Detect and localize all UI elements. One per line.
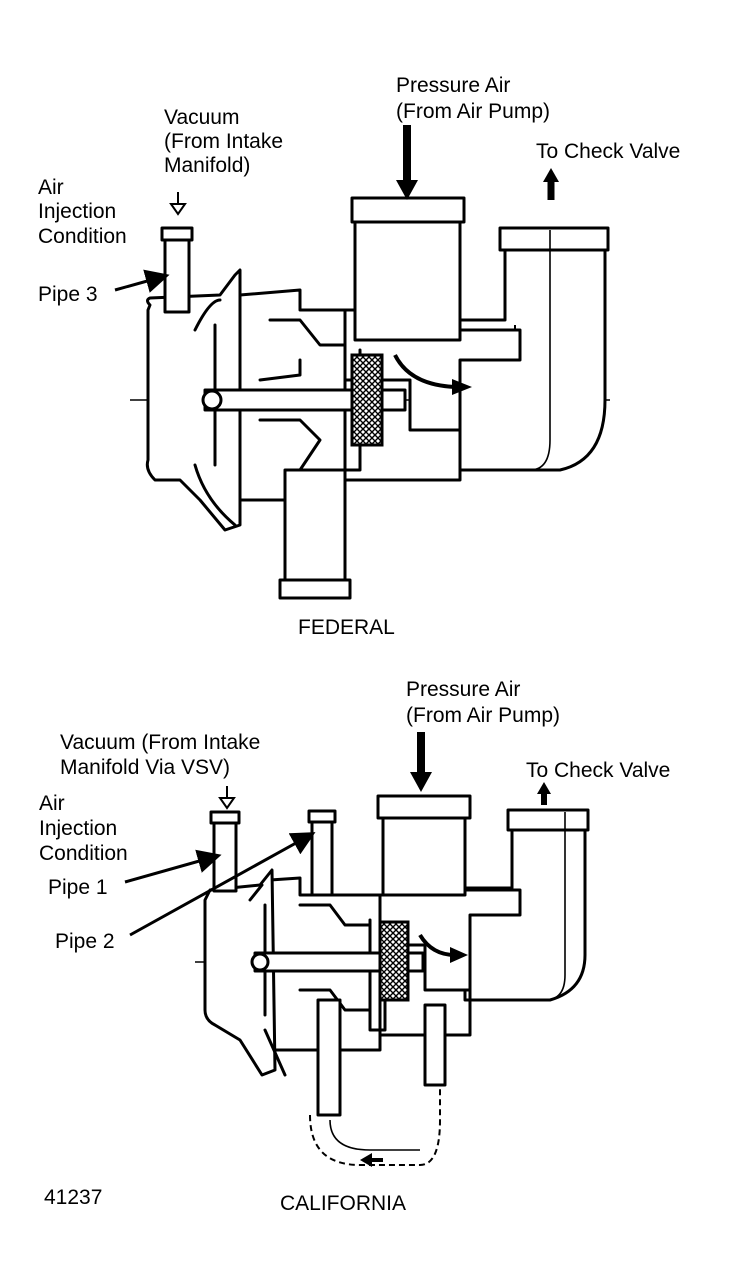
federal-inlet-collar <box>350 196 466 224</box>
federal-outlet-collar <box>498 226 610 252</box>
federal-air-injection-line1: Air <box>38 176 64 199</box>
california-diaphragm-housing <box>203 868 277 1077</box>
federal-air-injection-line3: Condition <box>38 225 127 248</box>
california-pipe2-leader <box>129 832 316 937</box>
federal-flow-arrow <box>393 354 456 389</box>
california-return-arrow <box>360 1153 372 1167</box>
california-pressure-air-line2: (From Air Pump) <box>406 704 560 727</box>
california-bottom-port-left <box>316 998 342 1117</box>
california-vacuum-arrow <box>218 797 236 810</box>
federal-pipe3-label: Pipe 3 <box>38 283 98 306</box>
federal-vacuum-line2: (From Intake <box>164 130 283 153</box>
california-air-injection-line1: Air <box>39 792 65 815</box>
federal-to-check-valve: To Check Valve <box>536 140 680 163</box>
figure-number: 41237 <box>44 1186 102 1209</box>
california-air-injection-line2: Injection <box>39 817 117 840</box>
federal-vacuum-line3: Manifold) <box>164 154 250 177</box>
california-pipe2 <box>310 813 334 897</box>
california-vacuum-line2: Manifold Via VSV) <box>60 756 230 779</box>
california-valve-drawing <box>124 732 590 1167</box>
california-bottom-port-right <box>423 1003 447 1087</box>
california-vacuum-line1: Vacuum (From Intake <box>60 731 260 754</box>
california-pipe1-label: Pipe 1 <box>48 876 108 899</box>
california-to-check-valve: To Check Valve <box>526 759 670 782</box>
california-pipe2-label: Pipe 2 <box>55 930 115 953</box>
california-title: CALIFORNIA <box>280 1192 406 1215</box>
california-return-hose <box>309 1085 441 1166</box>
federal-bottom-port <box>283 468 347 592</box>
federal-pressure-air-line2: (From Air Pump) <box>396 100 550 123</box>
federal-vacuum-arrow <box>169 203 187 216</box>
federal-vacuum-line1: Vacuum <box>164 106 239 129</box>
federal-air-injection-line2: Injection <box>38 200 116 223</box>
federal-title: FEDERAL <box>298 616 395 639</box>
federal-diaphragm-housing <box>145 268 242 532</box>
california-valve-disc <box>378 920 410 1002</box>
california-pipe1-leader <box>124 849 222 884</box>
federal-valve-disc <box>350 353 384 447</box>
federal-pressure-air-line1: Pressure Air <box>396 74 510 97</box>
federal-pipe3 <box>163 230 191 314</box>
california-pressure-air-line1: Pressure Air <box>406 678 520 701</box>
federal-pipe3-leader <box>114 269 170 293</box>
california-air-injection-line3: Condition <box>39 842 128 865</box>
federal-valve-drawing <box>114 125 610 600</box>
